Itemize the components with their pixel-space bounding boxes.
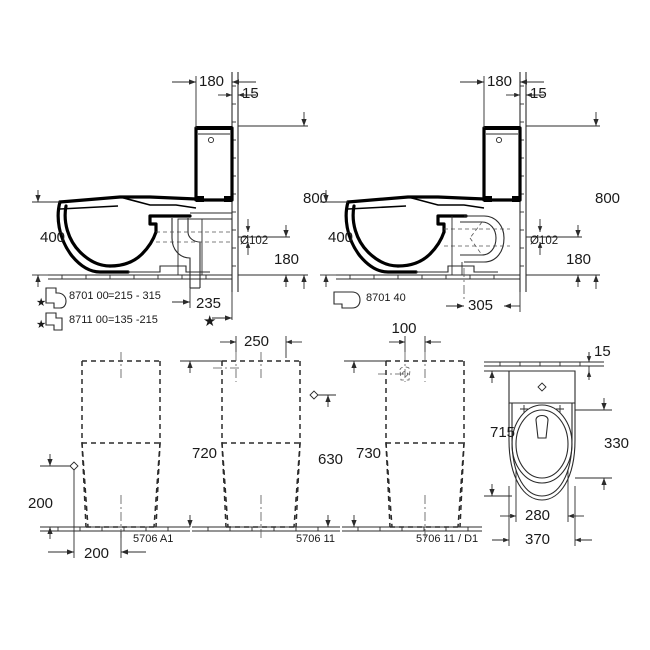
dim-outlet-offset-left: 235 ★ [172,288,233,330]
toilet-outline-front-1 [81,352,161,540]
dim-label-15-wall-left: 15 [242,85,259,102]
view-side-elevation-horizontal-outlet: 180 15 800 400 Ø102 [320,72,620,314]
dim-label-180-cistern-left: 180 [199,73,224,90]
dim-100-inlet-offset: 100 [389,320,441,352]
dim-label-370: 370 [525,531,550,548]
flush-button-plan [537,382,547,392]
dim-outlet-height-right: 180 [526,225,591,287]
dim-15-plan: 15 [586,343,611,380]
connector-range-8701-00: =215 - 315 [108,290,161,302]
dim-730-height: 730 [344,360,386,527]
dim-715-total-depth: 715 [484,370,515,497]
view-front-elevation-5706-11-d1: 100 730 5706 11 / D1 [342,320,482,545]
dim-label-630: 630 [318,451,343,468]
dim-wall-thickness-left: 15 [218,85,259,102]
outlet-pipe-vertical [156,218,232,289]
dim-label-800-left: 800 [303,190,328,207]
connector-option-8711-00: ★ 8711 00 =135 -215 [36,312,158,331]
toilet-outline-front-2 [213,352,301,540]
dim-label-200-horizontal: 200 [84,545,109,562]
star-marker-3: ★ [203,313,216,330]
connector-option-8701-40: 8701 40 [333,291,406,309]
view-front-elevation-5706-11: 250 720 630 5706 11 [180,333,343,545]
dim-370-overall-width: 370 [492,486,592,548]
wall-line-plan [484,361,604,367]
model-code-5706-11-d1: 5706 11 / D1 [416,533,478,545]
seat-ring [511,404,573,484]
floor-line-right [336,274,520,280]
cistern-left [194,126,234,202]
star-marker-2: ★ [36,319,46,331]
dim-label-235: 235 [196,295,221,312]
dim-outlet-offset-right: 305 [446,292,521,314]
dim-outlet-diameter-right: Ø102 [530,219,558,255]
dim-bowl-height-left: 400 [32,190,65,287]
dim-label-330: 330 [604,435,629,452]
dim-label-400-right: 400 [328,229,353,246]
fixing-hole-marks [520,405,564,413]
dim-bowl-height-right: 400 [320,190,353,287]
dim-label-diameter-102-right: Ø102 [530,235,558,247]
dim-label-730: 730 [356,445,381,462]
connector-range-8711-00: =135 -215 [108,314,158,326]
view-plan: 15 715 330 280 370 [484,343,629,548]
dim-wall-thickness-right: 15 [506,85,547,102]
dim-630-inlet-height: 630 [309,390,343,527]
dim-label-800-right: 800 [595,190,620,207]
dim-label-180-outlet-left: 180 [274,251,299,268]
dim-label-180-cistern-right: 180 [487,73,512,90]
dim-foot-offset-horizontal-1: 200 [48,470,146,562]
toilet-bowl-right [344,195,498,274]
dim-280-bowl-width: 280 [500,470,584,524]
toilet-outline-front-3 [378,352,465,540]
dim-label-305: 305 [468,297,493,314]
view-side-elevation-vertical-outlet: 180 15 800 400 Ø102 [32,72,328,331]
dim-label-250: 250 [244,333,269,350]
star-marker-1: ★ [36,297,46,309]
dim-cistern-depth-right: 180 [460,72,544,128]
dim-label-200-vertical: 200 [28,495,53,512]
dim-total-height-right: 800 [526,112,620,289]
dim-250-cistern-front-2: 250 [220,333,302,358]
view-front-elevation-5706-a1: 200 200 5706 A1 [28,352,190,562]
dim-label-280: 280 [525,507,550,524]
dim-330-bowl-depth: 330 [575,398,629,490]
connector-option-8701-00: ★ 8701 00 =215 - 315 [36,287,161,309]
connector-code-8701-40: 8701 40 [366,292,406,304]
model-code-5706-a1: 5706 A1 [133,533,173,545]
dim-label-15-wall-right: 15 [530,85,547,102]
dim-foot-offset-vertical-1: 200 [28,454,79,539]
outlet-pipe-horizontal [444,215,510,300]
dim-label-15-plan: 15 [594,343,611,360]
dim-label-diameter-102-left: Ø102 [240,235,268,247]
water-inlet-symbol [399,366,411,381]
dim-label-180-outlet-right: 180 [566,251,591,268]
dim-outlet-height-left: 180 [238,225,299,287]
dim-total-height-left: 800 [238,112,328,289]
dim-label-100: 100 [391,320,416,337]
dim-outlet-diameter-left: Ø102 [240,219,268,255]
cistern-right [482,126,522,202]
dim-720-height: 720 [180,360,222,527]
dim-label-720: 720 [192,445,217,462]
dim-label-400-left: 400 [40,229,65,246]
connector-code-8701-00: 8701 00 [69,290,109,302]
connector-code-8711-00: 8711 00 [69,314,108,326]
model-code-5706-11: 5706 11 [296,533,335,545]
floor-line-left [48,274,232,280]
dim-cistern-depth-left: 180 [172,72,256,128]
toilet-plan-outline [508,370,576,501]
dim-label-715: 715 [490,424,515,441]
toilet-bowl-left [56,195,232,274]
